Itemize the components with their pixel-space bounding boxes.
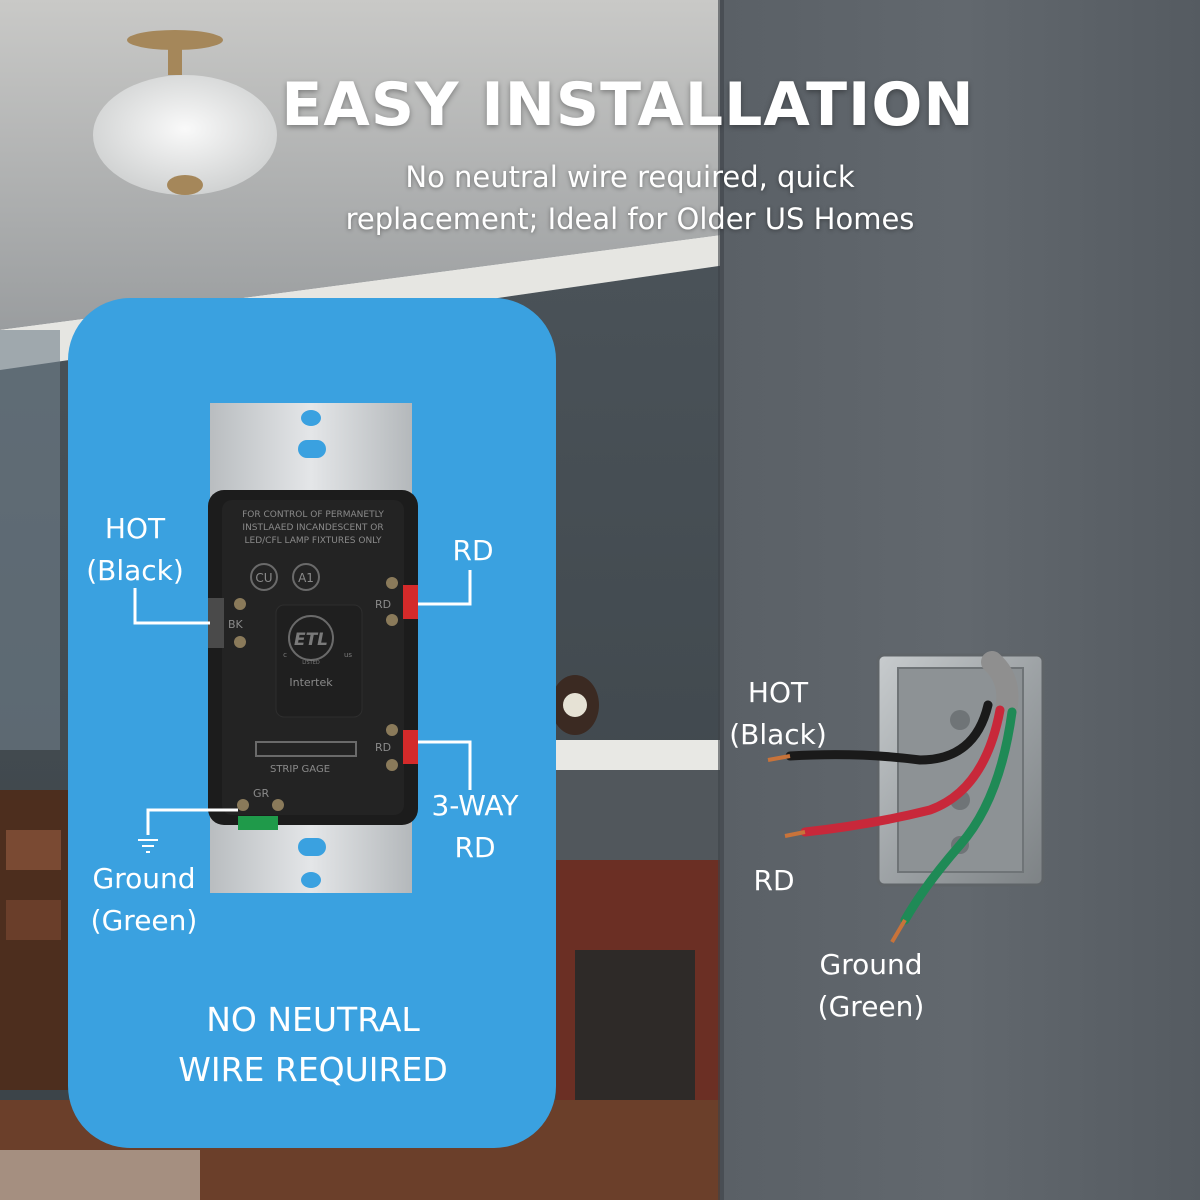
red-rd-wire — [800, 705, 1005, 837]
subtitle-line-2: replacement; Ideal for Older US Homes — [345, 202, 915, 236]
three-way-label-line-1: 3-WAY — [431, 789, 519, 822]
plate-slot-top — [298, 440, 326, 458]
wall-hot-label-line-2: (Black) — [729, 718, 827, 751]
subtitle-line-1: No neutral wire required, quick — [405, 160, 855, 194]
page-title: EASY INSTALLATION — [281, 70, 975, 140]
a1-cert-circle — [292, 563, 320, 591]
wall-hot-label-line-1: HOT — [747, 676, 809, 709]
device-warning-line-1: FOR CONTROL OF PERMANETLY — [242, 510, 384, 520]
ground-label-line-1: Ground — [92, 862, 196, 895]
etl-area — [275, 604, 363, 718]
device-warning-line-2: INSTLAAED INCANDESCENT OR — [242, 523, 383, 533]
device-warning-line-3: LED/CFL LAMP FIXTURES ONLY — [245, 536, 383, 546]
rd-terminal-top — [403, 585, 418, 619]
plate-slot-bottom — [298, 838, 326, 856]
wall-ground-label-line-2: (Green) — [817, 990, 925, 1023]
rd-screw-top-a — [386, 577, 398, 589]
rd-top-label: RD — [452, 534, 494, 567]
cu-cert-circle — [250, 563, 278, 591]
ground-terminal — [238, 816, 278, 830]
wall-ground-label-line-1: Ground — [819, 948, 923, 981]
etl-listed-text: LISTED — [302, 660, 320, 666]
rd-callout-line — [418, 570, 472, 606]
wall-rd-label: RD — [753, 864, 795, 897]
strip-gage-label: STRIP GAGE — [270, 764, 330, 775]
etl-c-text: c — [283, 651, 287, 659]
three-way-rd-label: 3-WAY RD — [420, 785, 530, 869]
cu-cert-label: CU — [255, 571, 272, 585]
rd-terminal-top-label: RD — [375, 598, 391, 611]
bk-screw-top — [234, 598, 246, 610]
rd-screw-bottom-a — [386, 724, 398, 736]
ground-green-label: Ground (Green) — [82, 858, 206, 942]
green-ground-wire — [900, 707, 1017, 925]
etl-us-text: us — [344, 651, 352, 659]
ground-callout-line — [146, 808, 238, 835]
a1-cert-label: A1 — [298, 571, 314, 585]
wall-ground-green-label: Ground (Green) — [808, 944, 934, 1028]
rd-terminal-bottom — [403, 730, 418, 764]
strip-gage-outline — [255, 741, 357, 757]
plate-screw-hole-bottom — [301, 872, 321, 888]
hot-label-line-1: HOT — [104, 512, 166, 545]
three-way-label-line-2: RD — [454, 831, 496, 864]
no-neutral-line-1: NO NEUTRAL — [206, 1000, 420, 1039]
green-wire-copper-end — [890, 918, 907, 944]
hot-callout-line — [133, 588, 210, 625]
gr-screw-a — [237, 799, 249, 811]
bk-terminal-label: BK — [228, 618, 244, 631]
black-wire-copper-end — [767, 754, 791, 762]
ground-symbol-icon — [138, 839, 158, 853]
rd-screw-top-b — [386, 614, 398, 626]
gr-screw-b — [272, 799, 284, 811]
rd-screw-bottom-b — [386, 759, 398, 771]
red-wire-copper-end — [784, 830, 806, 838]
intertek-brand-text: Intertek — [289, 676, 333, 689]
cable-sheath — [981, 651, 1019, 721]
wall-hot-black-label: HOT (Black) — [720, 672, 836, 756]
etl-mark-text: ETL — [294, 630, 328, 650]
three-way-callout-line — [418, 740, 472, 790]
black-hot-wire — [785, 700, 993, 765]
gr-terminal-label: GR — [253, 787, 270, 800]
etl-mark-circle — [288, 615, 334, 661]
ground-label-line-2: (Green) — [90, 904, 198, 937]
no-neutral-line-2: WIRE REQUIRED — [178, 1050, 448, 1089]
rd-terminal-bottom-label: RD — [375, 741, 391, 754]
hot-terminal-bracket — [208, 598, 224, 648]
hot-black-label: HOT (Black) — [80, 508, 190, 592]
hot-label-line-2: (Black) — [86, 554, 184, 587]
bk-screw-bottom — [234, 636, 246, 648]
plate-screw-hole-top — [301, 410, 321, 426]
